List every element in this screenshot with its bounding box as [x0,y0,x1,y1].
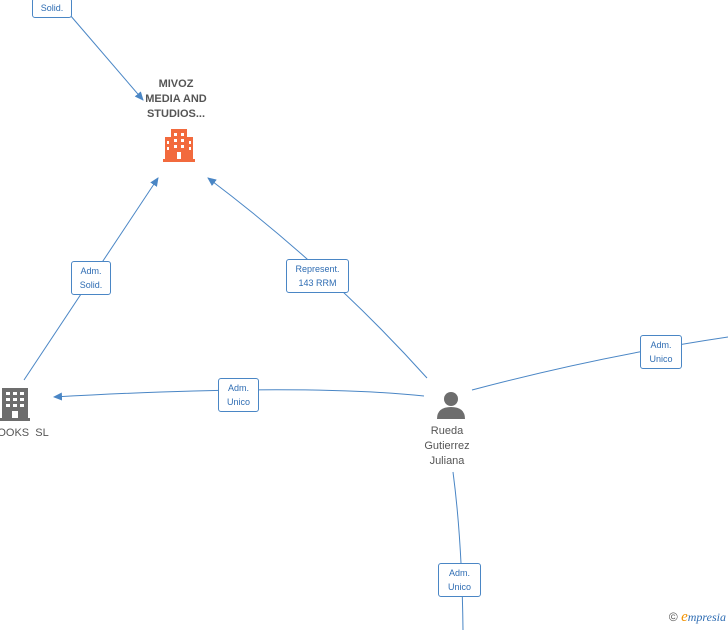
edge-label-line: Adm. [448,568,470,578]
edge-label-adm-unico-left[interactable]: Adm. Unico [218,378,259,412]
edge-rueda-to-bottom [452,471,464,630]
edge-rueda-to-books [53,389,425,401]
node-label-line: BOOKS SL [0,427,49,439]
edge-label-adm-solid[interactable]: Adm. Solid. [71,261,111,295]
node-label-mivoz[interactable]: MIVOZ MEDIA AND STUDIOS... [126,77,226,122]
edge-rueda-to-right [471,336,728,391]
building-icon[interactable] [0,386,30,422]
edge-top-to-mivoz [69,14,144,101]
edge-label-adm-unico-right[interactable]: Adm. Unico [640,335,682,369]
node-label-line: Gutierrez [424,440,470,452]
brand-footer: © empresia [669,609,726,626]
node-label-line: MIVOZ [158,78,194,90]
node-label-rueda[interactable]: Rueda Gutierrez Juliana [407,424,487,469]
edge-label-line: Unico [226,397,250,407]
edge-label-line: Solid. [40,3,64,13]
brand-logo-text: mpresia [687,610,726,624]
node-label-line: Rueda [430,425,464,437]
edge-label-line: 143 RRM [298,278,337,288]
node-label-line: Juliana [429,455,465,467]
node-label-books[interactable]: BOOKS SL [0,426,70,441]
edge-label-represent[interactable]: Represent. 143 RRM [286,259,349,293]
copyright-icon: © [668,610,678,624]
edge-label-line: Solid. [79,280,103,290]
edge-label-adm-unico-bottom[interactable]: Adm. Unico [438,563,481,597]
node-label-line: STUDIOS... [146,108,206,120]
node-label-line: MEDIA AND [145,93,207,105]
person-icon[interactable] [435,390,467,420]
edge-label-line: Adm. [227,383,249,393]
edge-label-top-solid[interactable]: Solid. [32,0,72,18]
brand-logo-initial: e [681,609,688,625]
edge-label-line: Adm. [650,340,672,350]
edge-label-line: Unico [447,582,471,592]
edge-label-line: Represent. [295,264,340,274]
edge-label-line: Unico [649,354,673,364]
edge-label-line: Adm. [80,266,102,276]
building-icon[interactable] [163,127,195,163]
